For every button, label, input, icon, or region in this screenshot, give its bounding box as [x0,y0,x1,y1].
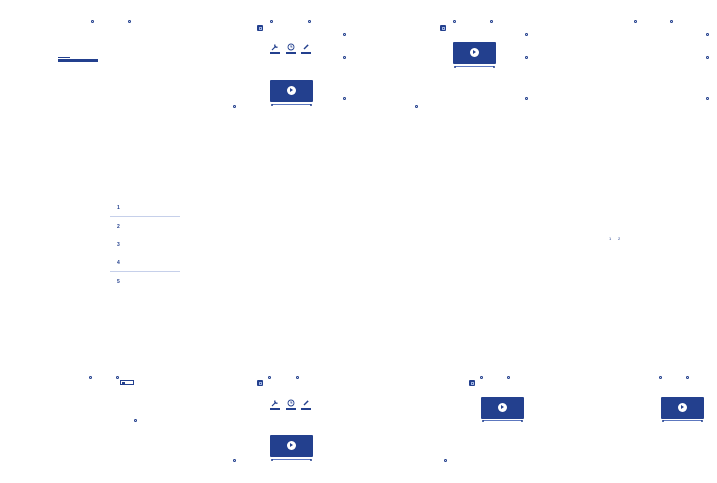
dot-icon[interactable] [89,376,92,379]
play-icon[interactable] [286,441,296,450]
video-player[interactable] [481,397,524,419]
dot-icon[interactable] [453,20,456,23]
dot-icon[interactable] [686,376,689,379]
dot-icon[interactable] [706,33,709,36]
tool-wrench[interactable] [270,43,280,54]
dot-icon[interactable] [490,20,493,23]
dot-icon[interactable] [444,459,447,462]
tool-underline [270,52,280,54]
checkbox-icon[interactable] [257,380,263,386]
dot-icon[interactable] [233,459,236,462]
dot-icon[interactable] [128,20,131,23]
dot-icon[interactable] [706,56,709,59]
list-item[interactable]: 2 [117,224,120,230]
tool-tag[interactable] [301,43,311,54]
list-item[interactable]: 4 [117,260,120,266]
tool-clock[interactable] [286,43,296,54]
wrench-icon [271,400,278,407]
play-icon[interactable] [286,86,296,95]
dot-icon[interactable] [308,20,311,23]
dot-icon[interactable] [270,20,273,23]
pager-page[interactable]: 1 [609,236,612,241]
dot-icon[interactable] [343,33,346,36]
dot-icon[interactable] [268,376,271,379]
tool-underline [270,408,280,410]
tag-icon [303,400,309,406]
clock-icon [287,43,295,51]
checkbox-icon[interactable] [469,380,475,386]
checkbox-icon[interactable] [257,25,263,31]
dot-icon[interactable] [296,376,299,379]
clock-icon [287,399,295,407]
dot-icon[interactable] [343,56,346,59]
dot-icon[interactable] [134,419,137,422]
video-player[interactable] [270,80,313,102]
video-player[interactable] [661,397,704,419]
dot-icon[interactable] [91,20,94,23]
tool-underline [286,52,296,54]
dot-icon[interactable] [670,20,673,23]
dot-icon[interactable] [525,97,528,100]
play-icon[interactable] [497,403,507,412]
dot-icon[interactable] [415,105,418,108]
dot-icon[interactable] [343,97,346,100]
list-divider [110,216,180,217]
toggle-switch[interactable] [120,380,134,385]
video-progress[interactable] [271,103,312,106]
dot-icon[interactable] [480,376,483,379]
dot-icon[interactable] [525,33,528,36]
video-progress[interactable] [482,419,523,422]
tool-clock[interactable] [286,399,296,410]
header-bar [58,59,98,62]
list-divider [110,271,180,272]
wrench-icon [271,44,278,51]
tool-underline [301,408,311,410]
video-player[interactable] [453,42,496,64]
video-progress[interactable] [454,65,495,68]
dot-icon[interactable] [525,56,528,59]
video-progress[interactable] [662,419,703,422]
checkbox-icon[interactable] [440,25,446,31]
tool-tag[interactable] [301,399,311,410]
dot-icon[interactable] [233,105,236,108]
dot-icon[interactable] [116,376,119,379]
tool-wrench[interactable] [270,399,280,410]
tool-underline [286,408,296,410]
toggle-knob [122,382,126,384]
video-player[interactable] [270,435,313,457]
dot-icon[interactable] [706,97,709,100]
list-item[interactable]: 1 [117,205,120,211]
video-progress[interactable] [271,458,312,461]
dot-icon[interactable] [507,376,510,379]
list-item[interactable]: 5 [117,279,120,285]
tool-underline [301,52,311,54]
tag-icon [303,44,309,50]
play-icon[interactable] [469,48,479,57]
list-item[interactable]: 3 [117,242,120,248]
dot-icon[interactable] [659,376,662,379]
header-bar-thin [58,57,70,58]
dot-icon[interactable] [634,20,637,23]
pager-page[interactable]: 2 [618,236,621,241]
play-icon[interactable] [677,403,687,412]
